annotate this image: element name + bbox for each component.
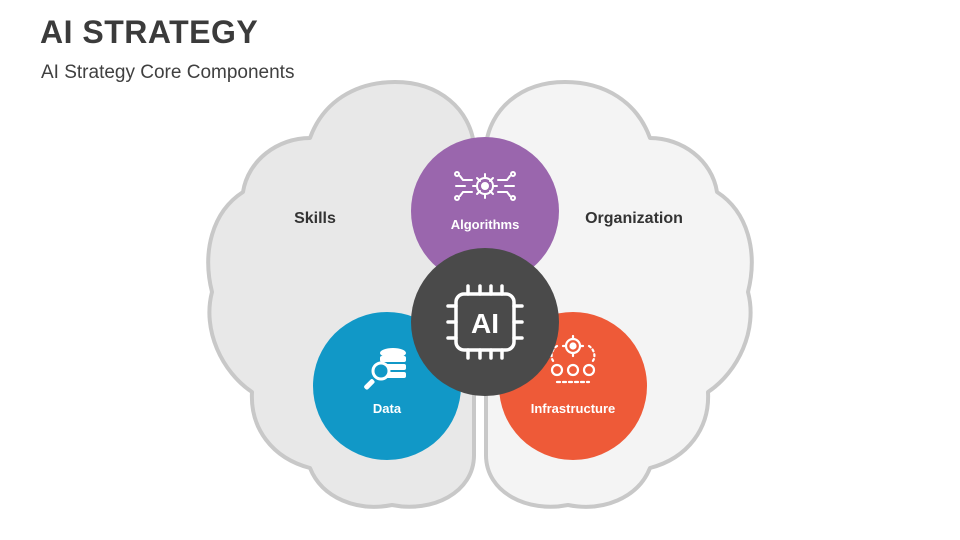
skills-label: Skills <box>294 210 336 227</box>
ai-center-label: AI <box>471 308 499 339</box>
data-label: Data <box>373 401 402 416</box>
page-subtitle: AI Strategy Core Components <box>41 62 295 83</box>
algorithms-node: Algorithms <box>411 137 559 285</box>
algorithms-label: Algorithms <box>451 217 520 232</box>
gears-process-icon <box>550 334 596 384</box>
gear-network-icon <box>454 171 516 201</box>
ai-center-node: AI <box>411 248 559 396</box>
database-search-icon <box>364 348 406 390</box>
organization-label: Organization <box>585 210 683 227</box>
algorithms-circle <box>411 137 559 285</box>
page-title: AI STRATEGY <box>40 14 259 50</box>
ai-center-circle <box>411 248 559 396</box>
infrastructure-label: Infrastructure <box>531 401 616 416</box>
ai-chip-icon <box>446 284 524 360</box>
